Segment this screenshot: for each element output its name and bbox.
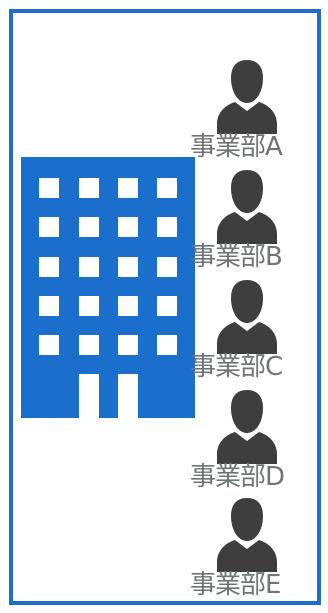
department-label: 事業部E (190, 570, 281, 600)
department-d: 事業部D (190, 388, 320, 498)
department-c: 事業部C (190, 278, 320, 388)
department-label: 事業部D (190, 462, 285, 492)
department-e: 事業部E (190, 496, 320, 606)
department-label: 事業部A (190, 132, 283, 162)
person-icon (217, 58, 277, 134)
department-b: 事業部B (190, 168, 320, 278)
person-icon (217, 168, 277, 244)
department-label: 事業部C (190, 352, 283, 382)
department-a: 事業部A (190, 58, 320, 168)
office-building-icon (21, 157, 195, 418)
person-icon (217, 278, 277, 354)
person-icon (217, 496, 277, 572)
department-label: 事業部B (190, 242, 283, 272)
person-icon (217, 388, 277, 464)
